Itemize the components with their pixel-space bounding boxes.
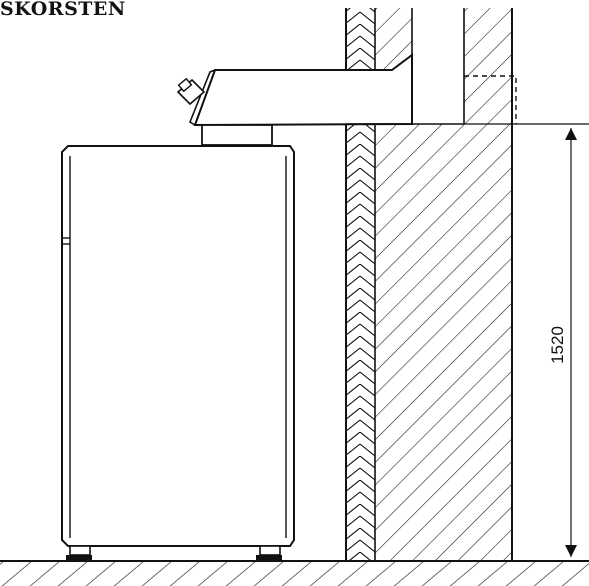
- diagram-title: SKORSTEN: [0, 0, 126, 20]
- flue-pipe: [176, 53, 464, 146]
- dimension-1520: 1520: [464, 123, 589, 557]
- flue-fitting-icon: [176, 77, 206, 106]
- floor: [0, 560, 589, 586]
- chimney-wall: [345, 8, 517, 561]
- dimension-label: 1520: [548, 326, 567, 364]
- boiler-cabinet: [61, 145, 295, 561]
